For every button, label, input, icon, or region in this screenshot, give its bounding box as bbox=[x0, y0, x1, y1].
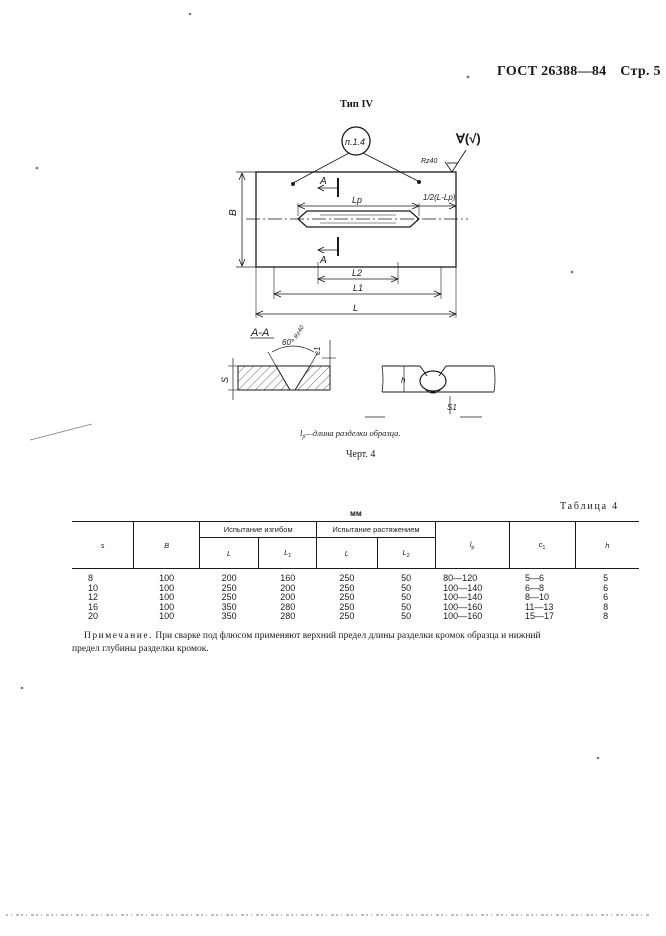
figure-caption: Черт. 4 bbox=[346, 449, 376, 460]
table-units: мм bbox=[350, 509, 362, 518]
note-line1: При сварке под флюсом применяют верхний … bbox=[155, 631, 541, 641]
scan-mark bbox=[29, 423, 93, 441]
note-label: Примечание. bbox=[84, 631, 153, 641]
header-tension-group: Испытание растяжением bbox=[316, 521, 436, 538]
weld-bead bbox=[419, 370, 447, 392]
table-caption: Таблица 4 bbox=[560, 501, 619, 512]
reference-circle-label: п.1.4 bbox=[345, 137, 365, 147]
weld-specimen-drawing: п.1.4 ∀(√) Rz40 A A B Lp 1/2(L-Lp) L2 bbox=[220, 126, 496, 418]
leader-line-right bbox=[362, 152, 419, 182]
header-B: B bbox=[133, 521, 200, 569]
legend-subscript: р bbox=[302, 434, 306, 440]
angle-label: 60° bbox=[282, 338, 295, 347]
header-h: h bbox=[574, 521, 639, 569]
leader-line-left bbox=[292, 152, 350, 184]
reference-circle bbox=[341, 126, 371, 156]
leader-dot-left bbox=[291, 182, 295, 186]
section-mark-top-label: A bbox=[319, 176, 327, 187]
legend-symbol: l bbox=[300, 428, 303, 438]
dim-label-Lp: Lp bbox=[352, 195, 362, 205]
page-number: Стр. 5 bbox=[620, 64, 661, 79]
page-header: ГОСТ 26388—84 Стр. 5 bbox=[497, 64, 661, 80]
header-L: L bbox=[199, 537, 259, 569]
dim-label-L: L bbox=[353, 303, 358, 313]
plate-outline bbox=[255, 171, 457, 268]
dim-label-half: 1/2(L-Lp) bbox=[423, 193, 456, 202]
header-bending-group: Испытание изгибом bbox=[199, 521, 317, 538]
dim-label-c1: c1 bbox=[313, 347, 322, 355]
figure-type-title: Тип IV bbox=[340, 99, 374, 110]
header-L1: L1 bbox=[258, 537, 317, 569]
dim-label-L1: L1 bbox=[353, 283, 363, 293]
roughness-symbol: ∀(√) bbox=[455, 131, 481, 146]
legend: lр—длина разделки образца. bbox=[300, 428, 400, 440]
table-note: Примечание. При сварке под флюсом примен… bbox=[72, 630, 640, 656]
leader-dot-right bbox=[417, 180, 421, 184]
legend-text: —длина разделки образца. bbox=[305, 428, 401, 438]
angle-arc bbox=[271, 345, 315, 353]
standard-number: ГОСТ 26388—84 bbox=[497, 64, 607, 79]
dim-label-S: S bbox=[220, 377, 230, 383]
section-mark-bottom-label: A bbox=[319, 255, 327, 266]
header-L-tension: L bbox=[316, 537, 377, 569]
note-line2: предел глубины разделки кромок. bbox=[72, 644, 209, 654]
weld-slot bbox=[297, 210, 420, 228]
dim-label-B: B bbox=[228, 209, 239, 216]
header-L2: L2 bbox=[376, 537, 436, 569]
dimensions-table: s B Испытание изгибом Испытание растяжен… bbox=[72, 521, 639, 622]
roughness-value: Rz40 bbox=[421, 158, 437, 165]
dim-label-L2: L2 bbox=[352, 268, 362, 278]
header-c1: c1 bbox=[508, 521, 576, 569]
dim-label-S1: S1 bbox=[447, 403, 457, 412]
dim-label-h: h bbox=[401, 376, 406, 385]
header-s: s bbox=[72, 521, 134, 569]
header-lp: lр bbox=[434, 521, 510, 569]
section-title: A-A bbox=[250, 327, 269, 339]
